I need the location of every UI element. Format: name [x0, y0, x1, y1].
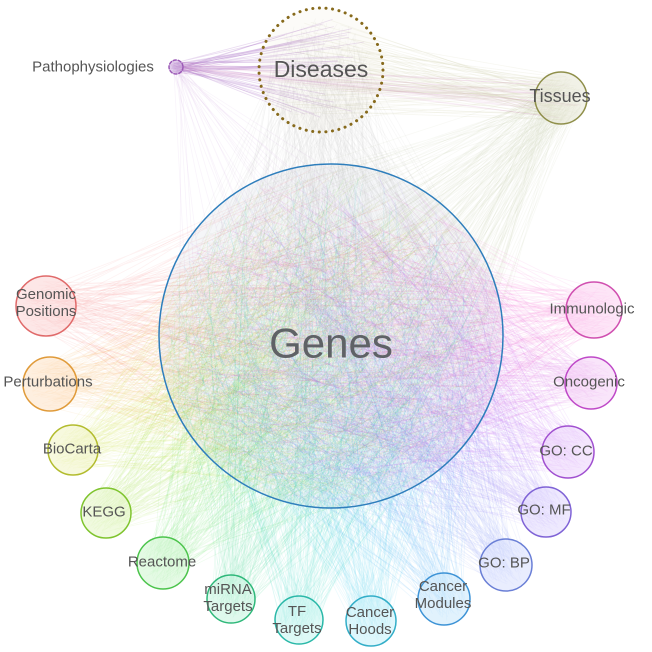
node-go-bp[interactable] — [479, 538, 533, 592]
node-tf-targets[interactable] — [274, 595, 324, 645]
genes-interior-tint — [159, 164, 503, 508]
edge-bundles — [20, 18, 618, 641]
fan-go_mf-to-genes — [171, 181, 567, 533]
node-immunologic[interactable] — [565, 281, 623, 339]
fan-go_bp-to-genes — [164, 175, 528, 585]
node-go-cc[interactable] — [541, 425, 595, 479]
node-go-mf[interactable] — [520, 486, 572, 538]
fan-immunologic-to-genes — [172, 188, 618, 504]
fan-pathophysiologies-to-diseases — [170, 19, 366, 118]
fan-tissues-to-genes — [163, 76, 582, 496]
node-genomic-positions[interactable] — [15, 275, 77, 337]
node-circles — [15, 6, 623, 647]
fan-pathophysiologies-to-genes — [172, 61, 473, 477]
fan-genomic_positions-to-genes — [20, 169, 486, 501]
fan-tf_targets-to-genes — [165, 178, 500, 640]
fan-genes-to-genes — [166, 168, 498, 502]
fan-perturbations-to-genes — [29, 170, 491, 501]
node-perturbations[interactable] — [22, 356, 78, 412]
fan-biocarta-to-genes — [52, 173, 498, 498]
node-kegg[interactable] — [80, 487, 132, 539]
fan-go_cc-to-genes — [163, 173, 590, 502]
node-cancer-hoods[interactable] — [345, 595, 397, 647]
node-tissues[interactable] — [534, 71, 588, 125]
fan-oncogenic-to-genes — [168, 185, 612, 494]
fan-diseases-to-tissues — [273, 20, 582, 121]
node-genes[interactable] — [158, 163, 504, 509]
node-biocarta[interactable] — [47, 424, 99, 476]
fan-pathophysiologies-to-tissues — [170, 61, 582, 119]
fan-reactome-to-genes — [141, 175, 476, 585]
node-mirna-targets[interactable] — [206, 574, 256, 624]
node-oncogenic[interactable] — [564, 356, 618, 410]
fan-cancer_hoods-to-genes — [164, 181, 483, 641]
fan-mirna_targets-to-genes — [165, 178, 498, 619]
node-pathophysiologies[interactable] — [168, 59, 184, 75]
node-reactome[interactable] — [136, 536, 190, 590]
node-cancer-modules[interactable] — [417, 572, 471, 626]
node-diseases[interactable] — [257, 6, 385, 134]
fan-diseases-to-genes — [165, 18, 497, 500]
